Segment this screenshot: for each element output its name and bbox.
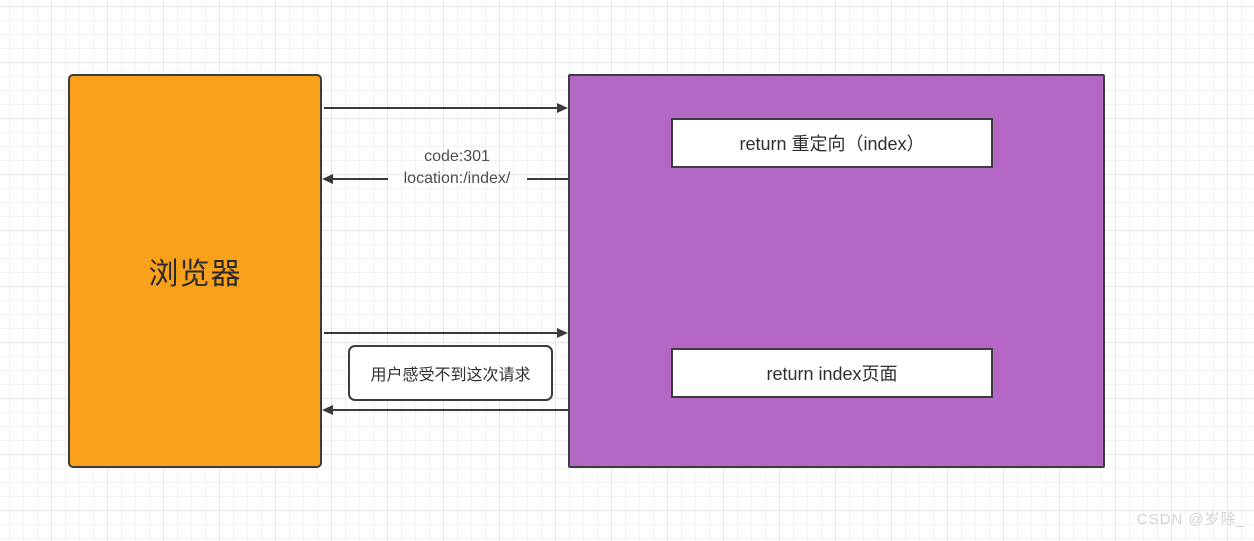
response-location-text: location:/index/ [403,170,511,187]
index-response-label: return index页面 [766,364,898,384]
index-response-box: return index页面 [671,348,993,398]
note-label: 用户感受不到这次请求 [370,367,531,384]
arrowhead-right-icon [557,103,568,113]
response-arrow-line-1a [333,178,388,180]
arrowhead-left-icon [322,405,333,415]
request-arrow-line-2 [324,332,558,334]
response-code-text: code:301 [424,148,490,165]
response-arrow-line-2 [333,409,568,411]
arrowhead-left-icon [322,174,333,184]
redirect-edge-label: code:301 location:/index/ [377,146,537,190]
arrowhead-right-icon [557,328,568,338]
redirect-response-label: return 重定向（index） [739,134,925,154]
csdn-watermark: CSDN @岁除_ [1136,511,1246,528]
redirect-response-box: return 重定向（index） [671,118,993,168]
note-box: 用户感受不到这次请求 [348,345,553,401]
request-arrow-line-1 [324,107,558,109]
response-arrow-line-1b [527,178,568,180]
browser-node: 浏览器 [68,74,322,468]
browser-node-label: 浏览器 [148,258,242,291]
